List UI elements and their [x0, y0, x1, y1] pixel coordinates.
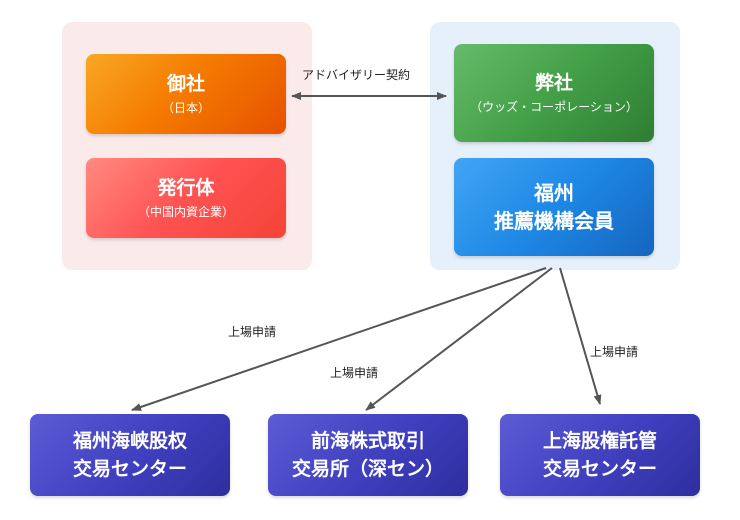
listing-label-fuzhou: 上場申請 — [228, 325, 277, 339]
exchange-fuzhou-line1: 福州海峡股权 — [72, 430, 187, 452]
our-company-title: 弊社 — [534, 72, 573, 94]
our-company-box: 弊社 （ウッズ・コーポレーション） — [454, 44, 654, 142]
issuer-sub: （中国内資企業） — [137, 205, 234, 219]
exchange-shanghai-line1: 上海股権託管 — [542, 430, 657, 452]
recommending-member-line2: 推薦機構会員 — [494, 209, 614, 233]
client-company-box: 御社 （日本） — [86, 54, 286, 134]
recommending-member-line1: 福州 — [534, 181, 574, 205]
listing-label-qianhai: 上場申請 — [330, 366, 379, 380]
advisory-contract-label: アドバイザリー契約 — [302, 68, 411, 82]
listing-arrow-shanghai — [559, 267, 602, 405]
recommending-member-box: 福州 推薦機構会員 — [454, 158, 654, 256]
issuer-title: 発行体 — [157, 177, 215, 199]
exchange-fuzhou-line2: 交易センター — [72, 458, 187, 480]
issuer-box: 発行体 （中国内資企業） — [86, 158, 286, 238]
exchange-qianhai-line2: 交易所（深セン） — [291, 458, 444, 480]
exchange-box-shanghai: 上海股権託管 交易センター — [500, 414, 700, 496]
listing-arrow-qianhai — [365, 267, 553, 411]
our-company-sub: （ウッズ・コーポレーション） — [470, 100, 638, 114]
exchange-qianhai-line1: 前海株式取引 — [310, 430, 425, 452]
exchange-box-fuzhou: 福州海峡股权 交易センター — [30, 414, 230, 496]
exchange-box-qianhai: 前海株式取引 交易所（深セン） — [268, 414, 468, 496]
client-company-sub: （日本） — [161, 101, 210, 115]
listing-arrow-fuzhou — [131, 267, 547, 411]
listing-label-shanghai: 上場申請 — [590, 345, 639, 359]
client-company-title: 御社 — [166, 73, 205, 95]
exchange-shanghai-line2: 交易センター — [542, 458, 657, 480]
